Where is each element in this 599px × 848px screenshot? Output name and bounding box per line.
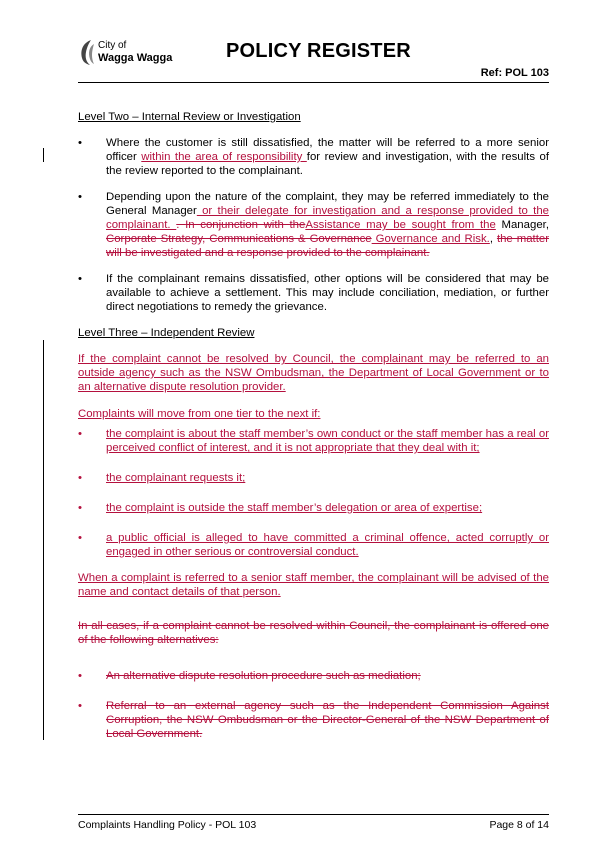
text-run: Manager, xyxy=(495,219,549,231)
wagga-logo-icon xyxy=(81,40,94,65)
list-item: Depending upon the nature of the complai… xyxy=(78,190,549,260)
logo-wagga-wagga: Wagga Wagga xyxy=(98,52,173,64)
tier-criteria-list: the complaint is about the staff member’… xyxy=(78,427,549,559)
deleted-text: . xyxy=(176,219,186,231)
footer-document-name: Complaints Handling Policy - POL 103 xyxy=(78,819,257,831)
change-bar xyxy=(43,340,44,740)
inserted-text: or their delegate for investigation and … xyxy=(106,205,549,231)
header-divider xyxy=(78,82,549,83)
policy-ref: Ref: POL 103 xyxy=(480,67,549,79)
text-run: for review and investigation, with the r… xyxy=(106,151,549,177)
list-item: the complaint is outside the staff membe… xyxy=(78,501,549,515)
inserted-paragraph: Complaints will move from one tier to th… xyxy=(78,408,321,420)
deleted-text: An alternative dispute resolution proced… xyxy=(106,670,421,682)
list-item: Referral to an external agency such as t… xyxy=(78,699,549,741)
section-heading-level-two: Level Two – Internal Review or Investiga… xyxy=(78,111,301,123)
level-two-list: Where the customer is still dissatisfied… xyxy=(78,136,549,314)
inserted-paragraph: When a complaint is referred to a senior… xyxy=(78,572,549,598)
inserted-text: the complainant requests it; xyxy=(106,472,246,484)
logo-city-of: City of xyxy=(98,40,127,51)
deleted-text: the matter will be investigated and a re… xyxy=(106,233,549,259)
alternatives-list: An alternative dispute resolution proced… xyxy=(78,669,549,741)
inserted-text: Assistance may be sought from the xyxy=(305,219,496,231)
list-item: the complaint is about the staff member’… xyxy=(78,427,549,455)
document-body: Level Two – Internal Review or Investiga… xyxy=(78,110,549,757)
inserted-text: a public official is alleged to have com… xyxy=(106,532,549,558)
list-item: Where the customer is still dissatisfied… xyxy=(78,136,549,178)
footer-divider xyxy=(78,814,549,815)
list-item: An alternative dispute resolution proced… xyxy=(78,669,549,683)
text-run: Where the customer is still dissatisfied… xyxy=(106,137,549,163)
text-run: , xyxy=(489,233,497,245)
list-item: the complainant requests it; xyxy=(78,471,549,485)
section-heading-level-three: Level Three – Independent Review xyxy=(78,327,255,339)
page-title: POLICY REGISTER xyxy=(226,40,411,62)
text-run: Depending upon the nature of the complai… xyxy=(106,191,549,217)
deleted-text: Corporate Strategy, Communications & Gov… xyxy=(106,233,372,245)
inserted-text: the complaint is about the staff member’… xyxy=(106,428,549,454)
council-logo: City of Wagga Wagga xyxy=(78,38,188,68)
deleted-text: Referral to an external agency such as t… xyxy=(106,700,549,740)
inserted-text: within the area of responsibility xyxy=(141,151,307,163)
inserted-text: Governance and Risk. xyxy=(371,233,490,245)
list-item: a public official is alleged to have com… xyxy=(78,531,549,559)
text-run: If the complainant remains dissatisfied,… xyxy=(106,273,549,313)
change-bar xyxy=(43,148,44,162)
deleted-text: In conjunction with the xyxy=(185,219,306,231)
inserted-paragraph: If the complaint cannot be resolved by C… xyxy=(78,353,549,393)
list-item: If the complainant remains dissatisfied,… xyxy=(78,272,549,314)
deleted-paragraph: In all cases, if a complaint cannot be r… xyxy=(78,620,549,646)
inserted-text: the complaint is outside the staff membe… xyxy=(106,502,483,514)
footer-page-number: Page 8 of 14 xyxy=(489,819,549,831)
